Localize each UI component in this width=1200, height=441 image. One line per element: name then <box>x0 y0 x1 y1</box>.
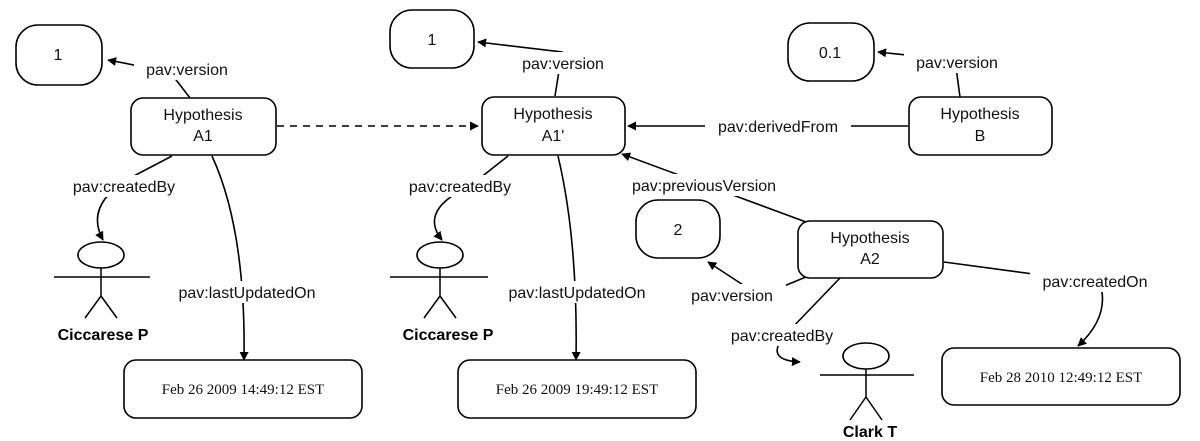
version-value-b: 0.1 <box>819 45 841 62</box>
person-figure-p1: Ciccarese P <box>54 241 150 344</box>
date-box-d3: Feb 28 2010 12:49:12 EST <box>941 347 1181 406</box>
hypothesis-a1p-line2: A1' <box>542 128 565 145</box>
version-box-b: 0.1 <box>787 22 875 82</box>
svg-text:pav:version: pav:version <box>146 62 228 79</box>
svg-text:pav:version: pav:version <box>691 288 773 305</box>
edge-label-derived-from: pav:derivedFrom <box>705 115 851 137</box>
hypothesis-a1-line1: Hypothesis <box>163 107 242 124</box>
hypothesis-node-a1: Hypothesis A1 <box>130 97 277 156</box>
hypothesis-a2-line2: A2 <box>860 251 880 268</box>
date-value-d2: Feb 26 2009 19:49:12 EST <box>496 382 659 398</box>
edge-label-previous-version: pav:previousVersion <box>617 174 791 196</box>
version-box-a2: 2 <box>635 199 721 259</box>
edge-last-updated-a1p <box>557 155 581 361</box>
hypothesis-node-a1p: Hypothesis A1' <box>481 96 626 156</box>
hypothesis-a1p-line1: Hypothesis <box>513 106 592 123</box>
hypothesis-b-line1: Hypothesis <box>940 106 1019 123</box>
svg-text:pav:lastUpdatedOn: pav:lastUpdatedOn <box>509 285 646 302</box>
edge-created-by-a2 <box>776 277 841 367</box>
person-figure-p2: Ciccarese P <box>390 241 494 344</box>
person-head-icon <box>416 241 464 269</box>
version-value-a1p: 1 <box>428 32 437 49</box>
edge-label-version-a1: pav:version <box>134 58 240 80</box>
edge-label-version-a2: pav:version <box>680 284 786 306</box>
edge-created-by-a1 <box>95 155 173 241</box>
edge-label-last-updated-a1p: pav:lastUpdatedOn <box>496 281 658 303</box>
svg-text:pav:version: pav:version <box>916 55 998 72</box>
edge-label-version-b: pav:version <box>904 51 1010 73</box>
person-name-p3: Clark T <box>843 424 897 441</box>
svg-text:pav:createdBy: pav:createdBy <box>731 328 833 345</box>
date-box-d1: Feb 26 2009 14:49:12 EST <box>123 359 363 419</box>
hypothesis-a2-line1: Hypothesis <box>830 230 909 247</box>
person-head-icon <box>842 342 890 370</box>
edge-created-by-a1p <box>433 155 509 241</box>
edge-label-last-updated-a1: pav:lastUpdatedOn <box>166 281 328 303</box>
date-box-d2: Feb 26 2009 19:49:12 EST <box>457 359 697 419</box>
person-name-p2: Ciccarese P <box>403 327 494 344</box>
hypothesis-a1-line2: A1 <box>193 128 213 145</box>
version-value-a1: 1 <box>54 47 63 64</box>
svg-text:pav:version: pav:version <box>522 56 604 73</box>
edge-label-created-on-a2: pav:createdOn <box>1030 270 1160 292</box>
svg-text:pav:derivedFrom: pav:derivedFrom <box>718 119 838 136</box>
svg-text:pav:createdOn: pav:createdOn <box>1043 274 1148 291</box>
date-value-d1: Feb 26 2009 14:49:12 EST <box>162 382 325 398</box>
version-box-a1p: 1 <box>389 9 475 69</box>
version-box-a1: 1 <box>15 24 103 86</box>
svg-text:pav:lastUpdatedOn: pav:lastUpdatedOn <box>179 285 316 302</box>
edge-label-created-by-a1: pav:createdBy <box>60 175 188 197</box>
edge-label-version-a1p: pav:version <box>510 52 616 74</box>
person-figure-p3: Clark T <box>820 342 914 441</box>
version-value-a2: 2 <box>674 222 683 239</box>
edge-label-created-by-a2: pav:createdBy <box>718 324 846 346</box>
hypothesis-node-a2: Hypothesis A2 <box>797 220 944 279</box>
date-value-d3: Feb 28 2010 12:49:12 EST <box>980 370 1143 386</box>
edge-label-created-by-a1p: pav:createdBy <box>396 175 524 197</box>
svg-text:pav:createdBy: pav:createdBy <box>409 179 511 196</box>
person-name-p1: Ciccarese P <box>58 327 149 344</box>
svg-text:pav:createdBy: pav:createdBy <box>73 179 175 196</box>
svg-text:pav:previousVersion: pav:previousVersion <box>632 178 776 195</box>
hypothesis-b-line2: B <box>975 128 986 145</box>
hypothesis-node-b: Hypothesis B <box>908 96 1053 156</box>
edge-last-updated-a1 <box>211 155 249 361</box>
person-head-icon <box>77 241 125 269</box>
